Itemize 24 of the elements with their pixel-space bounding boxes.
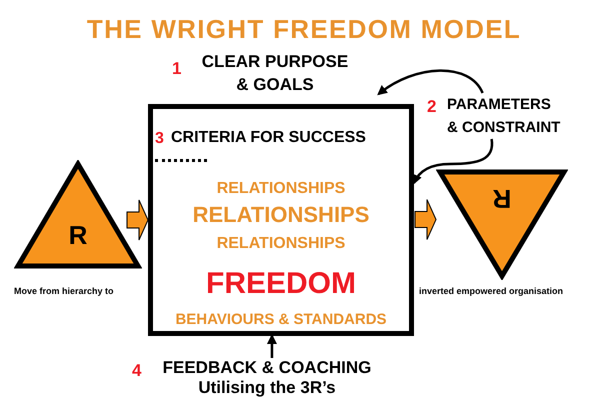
keyword: RELATIONSHIPS bbox=[216, 236, 346, 252]
keyword: RELATIONSHIPS bbox=[216, 181, 346, 197]
arrow bbox=[377, 69, 484, 96]
step-label: FEEDBACK & COACHING Utilising the 3R’s bbox=[162, 358, 372, 398]
title: THE WRIGHT FREEDOM MODEL bbox=[86, 13, 522, 46]
triangle-letter: R bbox=[492, 186, 512, 212]
step-label: CLEAR PURPOSE & GOALS bbox=[200, 51, 350, 96]
step-label: PARAMETERS & CONSTRAINT bbox=[447, 95, 562, 138]
model-box bbox=[148, 104, 414, 336]
caption: inverted empowered organisation bbox=[419, 285, 564, 298]
step-number: 1 bbox=[172, 58, 182, 80]
block-arrow bbox=[126, 200, 149, 240]
heading: CRITERIA FOR SUCCESS bbox=[171, 130, 366, 146]
step-number: 4 bbox=[132, 360, 142, 382]
triangle-letter: R bbox=[68, 222, 88, 248]
block-arrow bbox=[414, 199, 437, 240]
step-number: 3 bbox=[155, 131, 164, 147]
caption: Move from hierarchy to bbox=[14, 285, 114, 298]
step-number: 2 bbox=[427, 96, 436, 118]
arrow bbox=[266, 334, 277, 358]
keyword: RELATIONSHIPS bbox=[192, 204, 370, 226]
keyword: FREEDOM bbox=[205, 269, 357, 299]
arrow bbox=[412, 138, 494, 185]
keyword: BEHAVIOURS & STANDARDS bbox=[174, 312, 388, 327]
